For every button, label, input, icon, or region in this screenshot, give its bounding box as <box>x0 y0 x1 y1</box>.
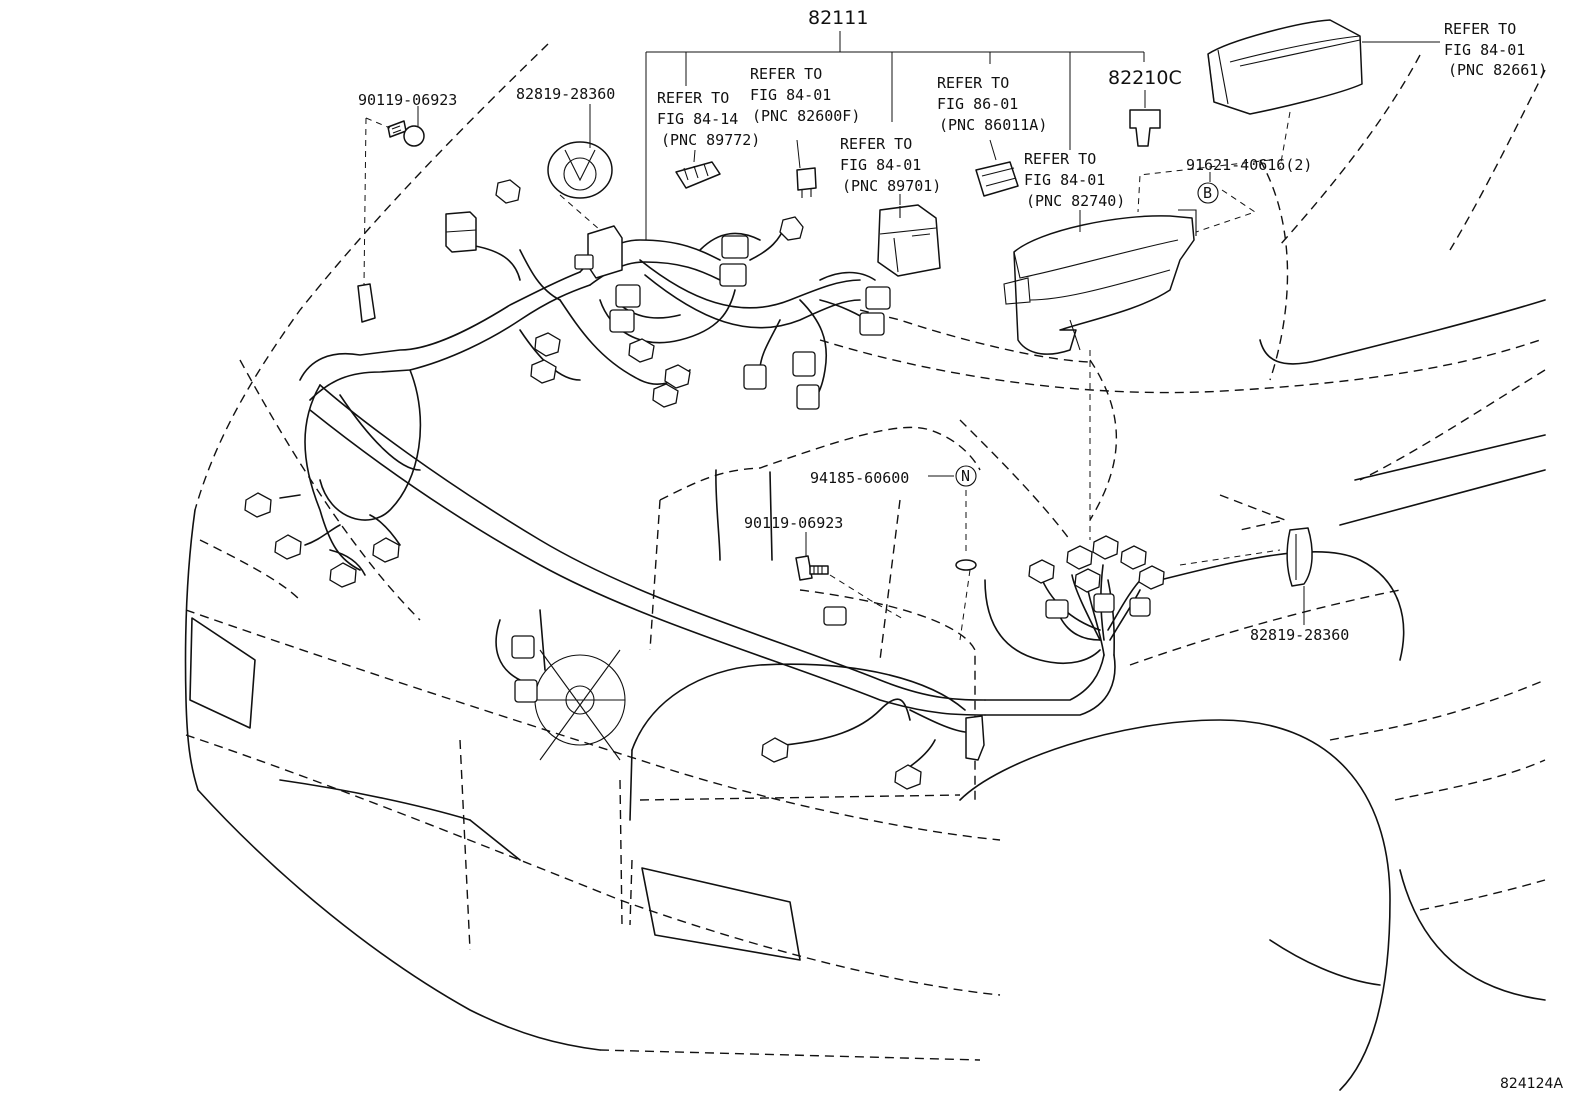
marker-b: B <box>1203 184 1212 202</box>
label-refer-82740-line2: FIG 84-01 <box>1024 171 1105 189</box>
label-fuse-block-part: 82210C <box>1108 67 1182 89</box>
grommet-right-icon <box>1286 527 1313 587</box>
label-refer-89772-line1: REFER TO <box>657 89 729 107</box>
label-refer-86011a-line3: (PNC 86011A) <box>939 116 1047 134</box>
label-refer-82600f-line1: REFER TO <box>750 65 822 83</box>
leader-lines <box>363 31 1440 641</box>
grommet-icon <box>547 141 613 199</box>
label-bolt-b: 91621-40616(2) <box>1186 156 1312 174</box>
marker-n: N <box>961 467 970 485</box>
label-refer-89701-line3: (PNC 89701) <box>842 177 941 195</box>
label-refer-89772-line3: (PNC 89772) <box>661 131 760 149</box>
label-refer-82740-line3: (PNC 82740) <box>1026 192 1125 210</box>
fusible-link-icon <box>1129 109 1161 147</box>
label-refer-82740-line1: REFER TO <box>1024 150 1096 168</box>
label-grommet-right: 82819-28360 <box>1250 626 1349 644</box>
relay-86011a-icon <box>975 161 1019 197</box>
label-refer-86011a-line1: REFER TO <box>937 74 1009 92</box>
label-bolt-mid: 90119-06923 <box>744 514 843 532</box>
label-refer-89772-line2: FIG 84-14 <box>657 110 738 128</box>
label-nut-n: 94185-60600 <box>810 469 909 487</box>
fuse-icon <box>796 167 817 198</box>
label-grommet-top: 82819-28360 <box>516 85 615 103</box>
label-main-harness: 82111 <box>808 7 868 29</box>
label-refer-86011a-line2: FIG 86-01 <box>937 95 1018 113</box>
label-refer-82600f-line2: FIG 84-01 <box>750 86 831 104</box>
relay-block-icon <box>1003 209 1197 355</box>
label-bolt-top: 90119-06923 <box>358 91 457 109</box>
label-refer-82600f-line3: (PNC 82600F) <box>752 107 860 125</box>
diagram-id: 824124A <box>1500 1076 1563 1092</box>
engine-wire-harness <box>279 224 1146 771</box>
relay-block-cover-icon <box>1207 19 1363 115</box>
marker-n-circle <box>955 465 977 487</box>
label-refer-82661-line3: (PNC 82661) <box>1448 61 1547 79</box>
relay-icon <box>675 161 721 189</box>
harness-connectors <box>244 179 1165 790</box>
relay-box-icon <box>877 204 941 277</box>
vehicle-body <box>184 43 1546 1091</box>
label-refer-82661-line1: REFER TO <box>1444 20 1516 38</box>
label-refer-82661-line2: FIG 84-01 <box>1444 41 1525 59</box>
bolt-mid-icon <box>795 555 829 581</box>
bolt-icon <box>387 120 425 147</box>
parts <box>357 19 1363 587</box>
label-refer-89701-line2: FIG 84-01 <box>840 156 921 174</box>
callout-labels: 82111 90119-06923 82819-28360 REFER TO F… <box>358 7 1563 1092</box>
marker-b-circle <box>1197 182 1219 204</box>
nut-icon <box>955 559 977 571</box>
label-refer-89701-line1: REFER TO <box>840 135 912 153</box>
